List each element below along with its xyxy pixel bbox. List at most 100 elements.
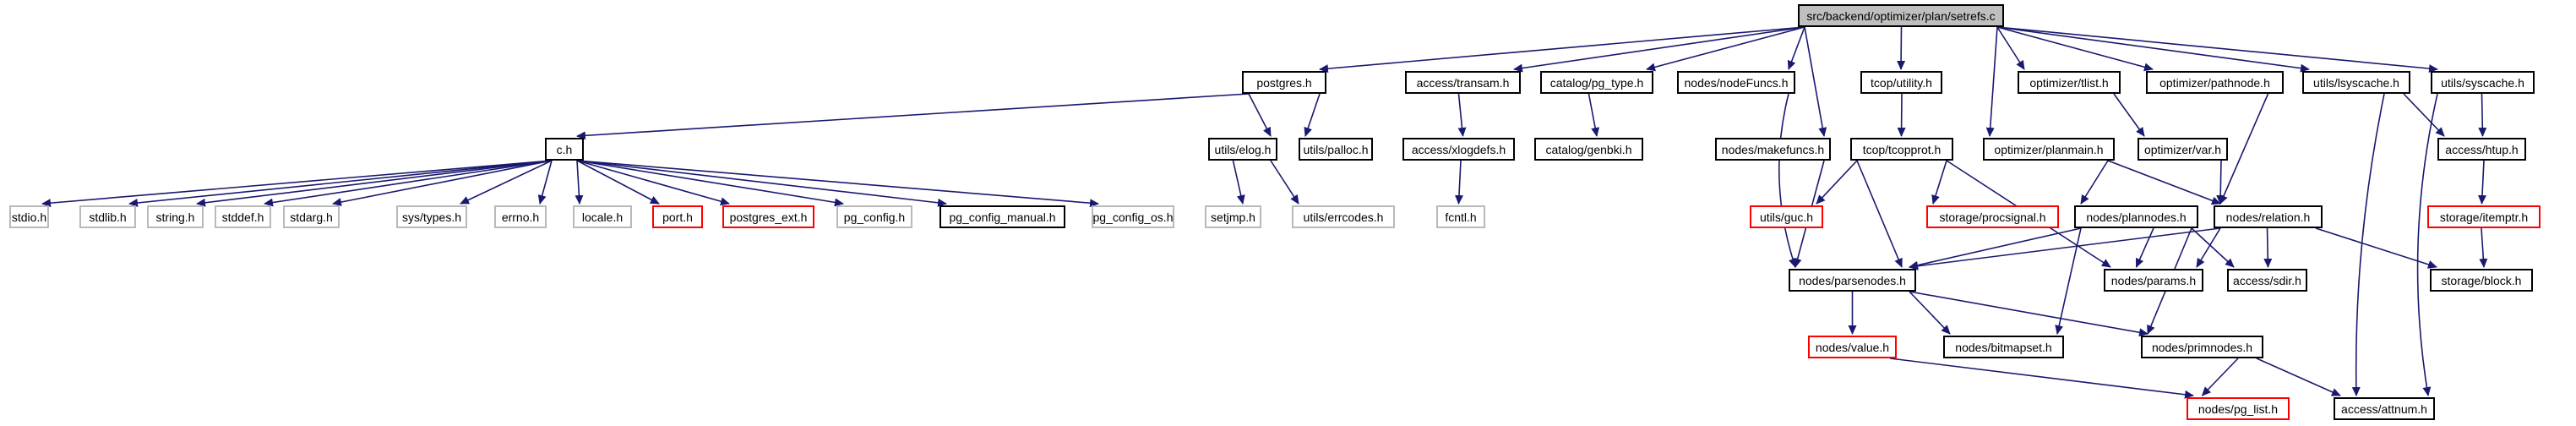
graph-node-postgres-ext-h[interactable]: postgres_ext.h <box>722 205 814 228</box>
include-edge <box>1778 93 1797 268</box>
include-edge <box>576 160 660 205</box>
graph-node-nodes-primnodes-h[interactable]: nodes/primnodes.h <box>2141 336 2263 358</box>
include-edge <box>2478 93 2487 137</box>
include-edge <box>1909 291 2148 337</box>
graph-node-nodes-value-h[interactable]: nodes/value.h <box>1808 336 1897 358</box>
graph-node-stdio-h: stdio.h <box>9 205 49 228</box>
include-edge <box>332 160 553 206</box>
include-edge <box>1804 26 1827 137</box>
graph-node-nodes-params-h[interactable]: nodes/params.h <box>2104 269 2203 292</box>
include-edge <box>537 160 553 205</box>
include-edge <box>1816 160 1858 205</box>
include-edge <box>196 160 553 207</box>
graph-node-stddef-h: stddef.h <box>215 205 271 228</box>
include-edge <box>2107 160 2221 205</box>
graph-node-nodes-relation-h[interactable]: nodes/relation.h <box>2214 205 2323 228</box>
graph-node-pg-config-manual-h[interactable]: pg_config_manual.h <box>939 205 1065 228</box>
graph-node-stdarg-h: stdarg.h <box>283 205 340 228</box>
include-edge <box>2403 93 2445 137</box>
include-edge <box>460 160 553 205</box>
include-edge <box>1457 93 1467 137</box>
graph-node-nodes-nodefuncs-h[interactable]: nodes/nodeFuncs.h <box>1677 71 1795 94</box>
graph-node-catalog-genbki-h[interactable]: catalog/genbki.h <box>1534 138 1643 161</box>
include-edge <box>1996 26 2025 70</box>
include-edge <box>1897 93 1906 137</box>
include-edge <box>2216 160 2225 205</box>
graph-node-pg-config-os-h: pg_config_os.h <box>1092 205 1174 228</box>
graph-node-access-sdir-h[interactable]: access/sdir.h <box>2227 269 2307 292</box>
graph-node-storage-procsignal-h[interactable]: storage/procsignal.h <box>1926 205 2059 228</box>
include-edge <box>41 160 553 208</box>
include-edge <box>1897 26 1906 70</box>
include-edge <box>1232 160 1245 205</box>
graph-node-utils-syscache-h[interactable]: utils/syscache.h <box>2431 71 2535 94</box>
graph-node-errno-h: errno.h <box>494 205 547 228</box>
include-edge <box>2219 93 2269 205</box>
include-edge <box>2196 227 2221 268</box>
graph-node-sys-types-h: sys/types.h <box>396 205 467 228</box>
include-edge <box>2080 160 2109 205</box>
include-edge <box>1319 26 1805 74</box>
include-edge <box>2135 227 2154 268</box>
graph-node-utils-guc-h[interactable]: utils/guc.h <box>1750 205 1823 228</box>
include-edge <box>576 160 844 207</box>
include-edge <box>1454 160 1463 205</box>
include-edge <box>1909 291 1951 335</box>
graph-node-optimizer-pathnode-h[interactable]: optimizer/pathnode.h <box>2146 71 2284 94</box>
include-edge <box>1646 26 1805 72</box>
graph-node-access-attnum-h[interactable]: access/attnum.h <box>2334 397 2435 420</box>
include-edge <box>264 160 553 207</box>
include-edge <box>2416 93 2438 396</box>
include-edge <box>1270 160 1299 205</box>
graph-node-port-h[interactable]: port.h <box>652 205 703 228</box>
include-edge <box>2479 227 2488 268</box>
graph-node-access-xlogdefs-h[interactable]: access/xlogdefs.h <box>1402 138 1515 161</box>
include-edge <box>1248 93 1272 137</box>
include-edge <box>2201 358 2239 396</box>
include-edge <box>128 160 553 207</box>
graph-node-nodes-plannodes-h[interactable]: nodes/plannodes.h <box>2074 205 2198 228</box>
include-edge <box>1889 358 2194 399</box>
graph-node-tcop-utility-h[interactable]: tcop/utility.h <box>1860 71 1942 94</box>
graph-node-storage-block-h[interactable]: storage/block.h <box>2430 269 2533 292</box>
graph-node-access-htup-h[interactable]: access/htup.h <box>2437 138 2526 161</box>
graph-node-optimizer-planmain-h[interactable]: optimizer/planmain.h <box>1983 138 2115 161</box>
graph-node-access-transam-h[interactable]: access/transam.h <box>1405 71 1521 94</box>
include-edge <box>1304 93 1321 137</box>
graph-node-src-backend-optimizer-plan-setrefs-c: src/backend/optimizer/plan/setrefs.c <box>1798 4 2004 27</box>
graph-node-setjmp-h: setjmp.h <box>1205 205 1261 228</box>
include-edge <box>1588 93 1600 137</box>
graph-node-c-h[interactable]: c.h <box>545 138 584 161</box>
include-edge <box>1856 160 1903 268</box>
include-edge <box>575 160 584 205</box>
include-edge <box>576 160 1099 208</box>
include-edge <box>2315 227 2437 269</box>
include-edge <box>1996 26 2310 73</box>
graph-node-fcntl-h: fcntl.h <box>1436 205 1485 228</box>
graph-node-storage-itemptr-h[interactable]: storage/itemptr.h <box>2427 205 2541 228</box>
graph-node-tcop-tcopprot-h[interactable]: tcop/tcopprot.h <box>1850 138 1953 161</box>
graph-node-nodes-parsenodes-h[interactable]: nodes/parsenodes.h <box>1789 269 1916 292</box>
include-edge <box>1985 26 1998 137</box>
graph-node-nodes-makefuncs-h[interactable]: nodes/makefuncs.h <box>1715 138 1831 161</box>
include-edge <box>2351 93 2385 396</box>
graph-node-utils-lsyscache-h[interactable]: utils/lsyscache.h <box>2302 71 2410 94</box>
include-edge <box>2477 160 2486 205</box>
graph-node-stdlib-h: stdlib.h <box>79 205 136 228</box>
graph-node-nodes-bitmapset-h[interactable]: nodes/bitmapset.h <box>1943 336 2064 358</box>
graph-node-utils-errcodes-h: utils/errcodes.h <box>1292 205 1395 228</box>
graph-node-optimizer-tlist-h[interactable]: optimizer/tlist.h <box>2018 71 2121 94</box>
graph-node-string-h: string.h <box>147 205 204 228</box>
graph-node-nodes-pg-list-h[interactable]: nodes/pg_list.h <box>2187 397 2290 420</box>
include-edge <box>576 160 947 207</box>
graph-node-optimizer-var-h[interactable]: optimizer/var.h <box>2138 138 2228 161</box>
include-edge <box>2055 227 2082 335</box>
graph-node-catalog-pg-type-h[interactable]: catalog/pg_type.h <box>1540 71 1653 94</box>
graph-node-utils-palloc-h[interactable]: utils/palloc.h <box>1299 138 1373 161</box>
graph-node-postgres-h[interactable]: postgres.h <box>1242 71 1326 94</box>
graph-node-locale-h: locale.h <box>573 205 632 228</box>
graph-node-utils-elog-h[interactable]: utils/elog.h <box>1208 138 1277 161</box>
include-edge <box>576 93 1250 140</box>
